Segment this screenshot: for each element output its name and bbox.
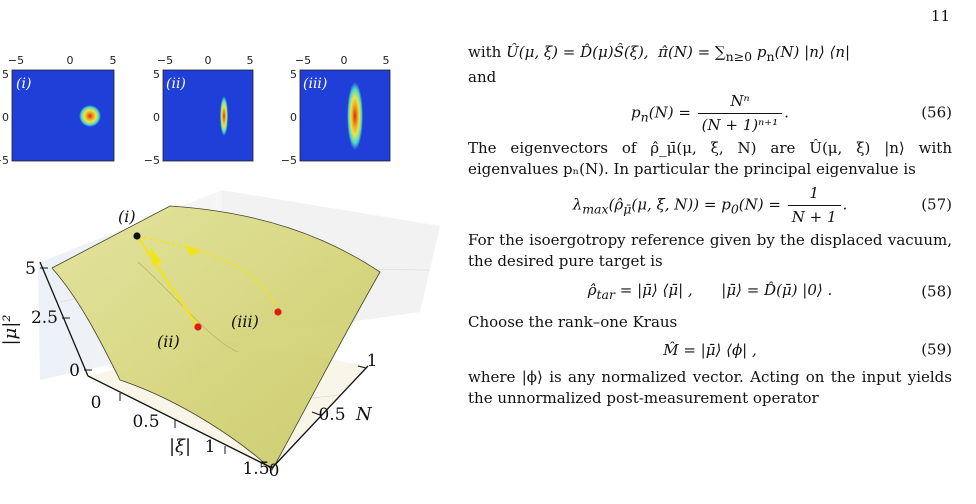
heatmap-i-ytick-2: −5 bbox=[0, 154, 9, 167]
axes bbox=[39, 261, 369, 469]
paragraph-2: The eigenvectors of ρ̂_μ̄(μ, ξ, N) are Û… bbox=[468, 139, 952, 178]
heatmap-panel-iii: −5 0 5 5 0 −5 (iii) bbox=[281, 54, 391, 167]
p1-and: and bbox=[468, 68, 497, 86]
arrow-head-ii bbox=[150, 247, 162, 266]
trajectories bbox=[133, 232, 282, 331]
heatmap-iii-ytick-1: 0 bbox=[290, 111, 297, 124]
trajectory-i-to-ii bbox=[136, 235, 199, 328]
p1-eq2: π̂(N) = ∑ bbox=[658, 43, 726, 61]
heatmap-i-label: (i) bbox=[16, 76, 31, 92]
heatmap-ii-spot bbox=[220, 96, 228, 136]
heatmap-ii-xtick-1: 0 bbox=[205, 54, 212, 67]
xi-tick-1-5: 1.5 bbox=[242, 459, 269, 479]
p1-sub: n≥0 bbox=[725, 49, 753, 64]
heatmap-iii-label: (iii) bbox=[303, 76, 327, 92]
heatmap-ii-label: (ii) bbox=[166, 76, 186, 92]
heatmap-iii-plot bbox=[299, 69, 391, 162]
heatmap-i-xtick-1: 0 bbox=[67, 54, 74, 67]
heatmap-ii-xtick-0: −5 bbox=[157, 54, 173, 67]
surface-plot: 5 2.5 0 |μ|² 0 0.5 1 1.5 |ξ| 0 0.5 1 N (… bbox=[0, 190, 440, 481]
heatmap-ii-ytick-1: 0 bbox=[153, 111, 160, 124]
eq59-body: M̂ = |μ̄⟩ ⟨ϕ| , bbox=[663, 340, 757, 359]
vertical-axis-label: |μ|² bbox=[0, 314, 21, 345]
eq58-body: ρ̂tar = |μ̄⟩ ⟨μ̄| , |μ̄⟩ = D̂(μ̄) |0⟩ . bbox=[587, 280, 833, 302]
vertical-tick-5: 5 bbox=[25, 259, 36, 279]
heatmap-i-ytick-1: 0 bbox=[2, 111, 9, 124]
heatmap-ii-xtick-2: 5 bbox=[247, 54, 254, 67]
eq57-numerator: 1 bbox=[787, 183, 841, 206]
paragraph-3: For the isoergotropy reference given by … bbox=[468, 231, 952, 270]
heatmap-iii-ytick-2: −5 bbox=[281, 154, 297, 167]
eq56-denominator: (N + 1)ⁿ⁺¹ bbox=[701, 115, 779, 134]
eq56-numerator: Nⁿ bbox=[697, 91, 783, 114]
xi-tick-1: 1 bbox=[205, 437, 216, 457]
heatmap-panels: −5 0 5 5 0 −5 (i) −5 0 5 5 0 −5 (ii) −5 … bbox=[0, 54, 391, 167]
annotation-ii: (ii) bbox=[157, 332, 180, 351]
heatmap-i-xtick-2: 5 bbox=[110, 54, 117, 67]
eq58-number: (58) bbox=[921, 282, 952, 301]
eq59-number: (59) bbox=[921, 340, 952, 359]
paragraph-5: where |ϕ⟩ is any normalized vector. Acti… bbox=[468, 368, 952, 407]
point-iii bbox=[274, 308, 282, 316]
n-tick-0: 0 bbox=[269, 461, 280, 481]
xi-tick-0: 0 bbox=[91, 393, 102, 413]
p1-intro: with bbox=[468, 43, 507, 61]
xi-tick-0-5: 0.5 bbox=[132, 412, 159, 432]
heatmap-iii-spot bbox=[347, 82, 363, 150]
heatmap-i-ytick-0: 5 bbox=[2, 68, 9, 81]
heatmap-iii-ytick-0: 5 bbox=[290, 68, 297, 81]
heatmap-iii-xtick-1: 0 bbox=[341, 54, 348, 67]
page-number: 11 bbox=[930, 7, 950, 25]
eq57-number: (57) bbox=[921, 195, 952, 214]
surface-crest bbox=[137, 261, 239, 353]
heatmap-panel-i: −5 0 5 5 0 −5 (i) bbox=[0, 54, 117, 167]
n-tick-0-5: 0.5 bbox=[318, 405, 345, 425]
p1-eq1: Û(μ, ξ) = D̂(μ)Ŝ(ξ), bbox=[506, 43, 649, 61]
n-tick-1: 1 bbox=[367, 351, 378, 371]
equation-56: pn(N) = Nⁿ(N + 1)ⁿ⁺¹. (56) bbox=[468, 88, 952, 138]
paragraph-1: with Û(μ, ξ) = D̂(μ)Ŝ(ξ), π̂(N) = ∑n≥0 p… bbox=[468, 42, 952, 88]
equation-59: M̂ = |μ̄⟩ ⟨ϕ| , (59) bbox=[468, 333, 952, 367]
heatmap-i-spot bbox=[79, 105, 101, 127]
xi-axis-label: |ξ| bbox=[169, 436, 191, 457]
trajectory-i-to-iii bbox=[136, 235, 279, 313]
p1-eq3: p bbox=[752, 43, 767, 61]
annotation-i: (i) bbox=[118, 207, 136, 226]
eq57-denominator: N + 1 bbox=[791, 207, 837, 226]
n-axis-label: N bbox=[355, 404, 373, 425]
text-column: with Û(μ, ξ) = D̂(μ)Ŝ(ξ), π̂(N) = ∑n≥0 p… bbox=[468, 42, 952, 409]
heatmap-ii-ytick-2: −5 bbox=[144, 154, 160, 167]
point-ii bbox=[194, 323, 202, 331]
heatmap-i-xtick-0: −5 bbox=[8, 54, 24, 67]
heatmap-ii-plot bbox=[162, 69, 254, 162]
point-i bbox=[133, 232, 141, 240]
p1-eq3-sub: n bbox=[766, 49, 775, 64]
annotation-iii: (iii) bbox=[231, 312, 259, 331]
arrow-head-iii bbox=[186, 245, 202, 256]
eq56-body: pn(N) = Nⁿ(N + 1)ⁿ⁺¹. bbox=[631, 91, 789, 134]
heatmap-iii-xtick-0: −5 bbox=[295, 54, 311, 67]
eq56-number: (56) bbox=[921, 103, 952, 122]
vertical-tick-2-5: 2.5 bbox=[31, 308, 58, 328]
p1-eq4: (N) |n⟩ ⟨n| bbox=[774, 43, 851, 61]
equation-58: ρ̂tar = |μ̄⟩ ⟨μ̄| , |μ̄⟩ = D̂(μ̄) |0⟩ . … bbox=[468, 272, 952, 312]
figure: −5 0 5 5 0 −5 (i) −5 0 5 5 0 −5 (ii) −5 … bbox=[0, 54, 440, 481]
heatmap-panel-ii: −5 0 5 5 0 −5 (ii) bbox=[144, 54, 254, 167]
paragraph-4: Choose the rank–one Kraus bbox=[468, 313, 678, 331]
heatmap-ii-ytick-0: 5 bbox=[153, 68, 160, 81]
heatmap-iii-xtick-2: 5 bbox=[383, 54, 390, 67]
tick-marks bbox=[40, 267, 367, 454]
vertical-tick-0: 0 bbox=[69, 361, 80, 381]
